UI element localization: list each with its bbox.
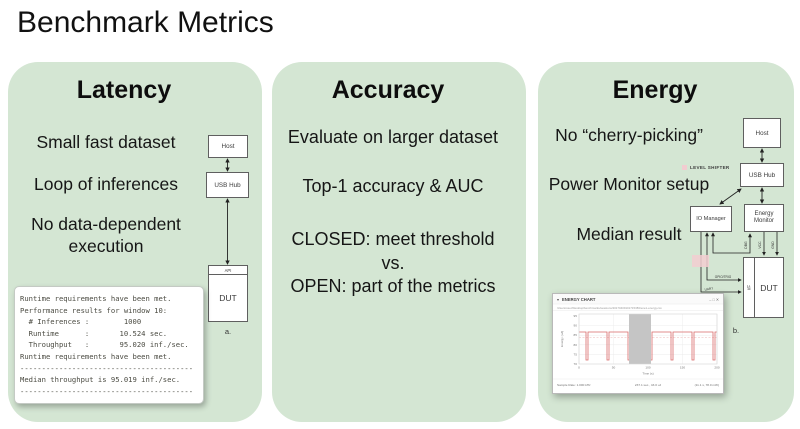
energy-chart-window: ▾ ENERGY CHART – □ ✕ /Users/user/Desktop… xyxy=(552,293,724,394)
svg-text:95: 95 xyxy=(574,314,578,318)
energy-node-dut-label: DUT xyxy=(760,282,778,293)
latency-item-2: Loop of inferences xyxy=(34,174,178,194)
panel-energy: Energy No “cherry-picking” Power Monitor… xyxy=(538,62,794,422)
level-shifter-legend: LEVEL SHIFTER xyxy=(682,165,730,170)
latency-item-3: No data-dependent execution xyxy=(31,214,181,256)
svg-text:75: 75 xyxy=(574,352,578,356)
terminal-output-window: Runtime requirements have been met. Perf… xyxy=(14,286,204,404)
level-shifter-label: LEVEL SHIFTER xyxy=(690,165,730,170)
wire-label-gpio-trig: GPIO/TRIG xyxy=(715,275,732,279)
energy-node-usb-hub: USB Hub xyxy=(740,163,784,187)
accuracy-item-5: OPEN: part of the metrics xyxy=(290,276,496,296)
chart-window-title: ENERGY CHART xyxy=(562,297,596,302)
energy-chart: ▾ ENERGY CHART – □ ✕ /Users/user/Desktop… xyxy=(553,294,723,387)
level-shifter-component xyxy=(692,255,709,267)
svg-text:0: 0 xyxy=(578,366,580,370)
page-title: Benchmark Metrics xyxy=(17,6,274,39)
energy-node-energy-monitor: Energy Monitor xyxy=(744,204,784,232)
chart-file-path: /Users/user/Desktop/benchmarks/sessions/… xyxy=(557,306,662,310)
energy-node-if-label: I/F xyxy=(746,284,752,290)
latency-node-usb-hub: USB Hub xyxy=(206,172,249,198)
chart-x-ticks: 0 50 100 150 200 xyxy=(578,366,720,370)
accuracy-item-4: vs. xyxy=(381,253,405,273)
svg-text:150: 150 xyxy=(680,366,685,370)
svg-text:70: 70 xyxy=(574,362,578,366)
wire-label-dbg: DBG xyxy=(744,241,748,249)
accuracy-item-3: CLOSED: meet threshold xyxy=(291,229,495,249)
energy-node-io-manager: IO Manager xyxy=(690,206,732,232)
energy-node-if-strip: I/F xyxy=(744,258,755,317)
latency-node-host: Host xyxy=(208,135,248,158)
chart-highlight-band xyxy=(629,314,651,364)
energy-item-1: No “cherry-picking” xyxy=(555,125,703,145)
chart-x-axis-label: Time (s) xyxy=(642,372,653,376)
svg-text:200: 200 xyxy=(714,366,719,370)
latency-node-dut-label: DUT xyxy=(219,293,237,303)
energy-title: Energy xyxy=(612,76,698,104)
accuracy-title: Accuracy xyxy=(331,76,445,104)
energy-item-2: Power Monitor setup xyxy=(548,174,710,194)
wire-label-gnd: GND xyxy=(771,241,775,249)
chart-y-axis-label: Energy (uJ) xyxy=(560,331,564,347)
chart-status-measurement: 237.1 sec., 43.0 uJ xyxy=(635,383,662,387)
window-controls-icons: – □ ✕ xyxy=(709,298,719,302)
chart-status-sample-rate: Sample Rate: 1.000 kHz xyxy=(557,383,591,387)
chart-status-cursor: (11.1 s, 78.0 mW) xyxy=(695,383,719,387)
svg-text:85: 85 xyxy=(574,333,578,337)
terminal-output-text: Runtime requirements have been met. Perf… xyxy=(20,294,194,396)
level-shifter-swatch-icon xyxy=(682,165,687,170)
energy-diagram-caption: b. xyxy=(732,326,740,335)
svg-text:90: 90 xyxy=(574,324,578,328)
energy-node-dut: I/F DUT xyxy=(743,257,784,318)
wire-label-vcc: VCC xyxy=(758,241,762,249)
latency-item-1: Small fast dataset xyxy=(36,132,176,152)
accuracy-item-2: Top-1 accuracy & AUC xyxy=(302,176,484,196)
latency-title: Latency xyxy=(76,76,172,104)
wire-label-uart: UART xyxy=(704,286,713,291)
energy-node-host: Host xyxy=(743,118,781,148)
svg-text:50: 50 xyxy=(612,366,616,370)
energy-item-3: Median result xyxy=(576,224,682,244)
chart-collapse-icon: ▾ xyxy=(557,297,559,302)
latency-node-api: API xyxy=(209,266,247,275)
svg-text:80: 80 xyxy=(574,343,578,347)
accuracy-item-1: Evaluate on larger dataset xyxy=(287,127,499,147)
chart-y-ticks: 95 90 85 80 75 70 xyxy=(574,314,578,366)
svg-text:100: 100 xyxy=(645,366,650,370)
panel-latency: Latency Small fast dataset Loop of infer… xyxy=(8,62,262,422)
latency-node-dut: API DUT xyxy=(208,265,248,322)
panel-accuracy: Accuracy Evaluate on larger dataset Top-… xyxy=(272,62,526,422)
latency-diagram-caption: a. xyxy=(224,327,232,336)
